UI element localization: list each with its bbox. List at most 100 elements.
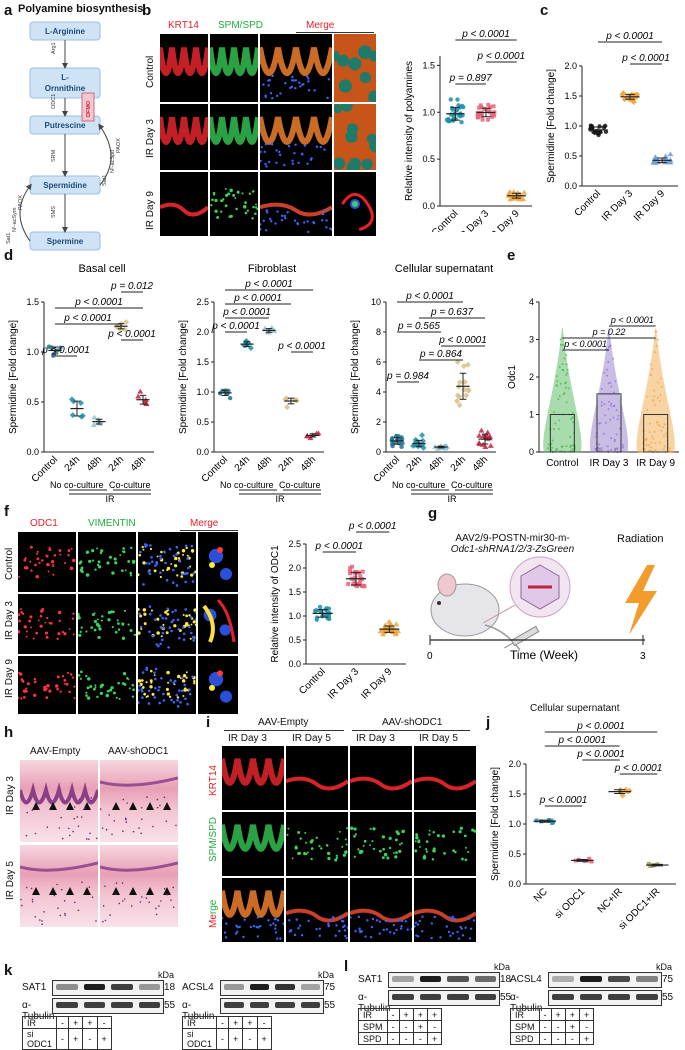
kda-label: kDa: [158, 970, 175, 980]
p-value-label: p < 0.0001: [557, 735, 606, 746]
data-point: [486, 117, 491, 122]
j-title: Cellular supernatant: [530, 703, 620, 714]
panel-label-i: i: [206, 714, 211, 731]
box: [596, 393, 622, 453]
data-point: [663, 434, 666, 437]
data-point: [620, 90, 627, 97]
b-image-r2-c1: [160, 104, 208, 170]
data-point: [603, 403, 606, 406]
blot-target-label: ACSL4: [510, 974, 542, 985]
data-point: [551, 439, 554, 442]
xtick-label: Control: [430, 208, 461, 232]
f-image-r3-c2: [78, 656, 136, 714]
h-row-ir3: IR Day 3: [5, 776, 16, 815]
data-point: [562, 369, 565, 372]
data-point: [660, 429, 663, 432]
data-point: [610, 448, 613, 451]
data-point: [558, 365, 561, 368]
xtick-label: Control: [546, 458, 578, 469]
data-point: [324, 608, 329, 613]
data-point: [665, 432, 668, 435]
p-value-label: p = 0.864: [419, 349, 462, 360]
p-value-label: p = 0.897: [449, 73, 492, 84]
data-point: [432, 443, 439, 449]
data-point: [566, 372, 569, 375]
protein-band: [474, 976, 496, 982]
data-point: [448, 97, 453, 102]
tubulin-kda: 55: [324, 1000, 336, 1011]
data-point: [486, 433, 493, 439]
data-point: [505, 191, 512, 197]
data-point: [607, 408, 610, 411]
data-point: [520, 196, 527, 202]
tubulin-band: [83, 1002, 105, 1008]
tubulin-band: [419, 994, 441, 1000]
d-subplot-title: Fibroblast: [248, 263, 296, 275]
data-point: [358, 574, 363, 579]
d-group-no-coculture: No co-culture: [392, 480, 446, 490]
panel-label-e: e: [507, 247, 516, 264]
xtick-label: IR Day 3: [590, 458, 629, 469]
svg-text:3: 3: [640, 651, 646, 662]
svg-text:N¹-acSpd: N¹-acSpd: [110, 150, 116, 173]
xtick-label: IR Day 3: [456, 208, 492, 232]
data-point: [325, 614, 331, 619]
p-value-label: p < 0.0001: [539, 795, 588, 806]
ytick-label: 0.5: [422, 154, 435, 164]
treatment-table: IR-+++SPM--+-SPD---+: [510, 1008, 595, 1045]
data-point: [458, 114, 463, 119]
data-point: [609, 381, 612, 384]
ytick-label: 1.0: [422, 107, 435, 117]
ytick-label: 0.5: [508, 849, 521, 859]
protein-band: [56, 984, 78, 990]
xtick-label: 24h: [233, 454, 253, 474]
ytick-label: 0.0: [26, 447, 39, 457]
data-point: [571, 448, 574, 451]
y-axis-label: Spermidine [Fold change]: [350, 320, 361, 434]
i-image-r3-c3: [350, 878, 412, 942]
data-point: [68, 396, 75, 403]
data-point: [243, 337, 250, 344]
i-image-r2-c4: [414, 812, 476, 876]
tubulin-band: [552, 994, 574, 1000]
protein-band: [608, 976, 630, 982]
b-image-r3-c3: [260, 172, 332, 236]
data-point: [655, 344, 658, 347]
tubulin-band: [474, 994, 496, 1000]
p-value-label: p = 0.22: [592, 327, 626, 337]
d-group-no-coculture: No co-culture: [50, 480, 104, 490]
xtick-label: IR Day 9: [486, 208, 522, 232]
data-point: [610, 402, 613, 405]
data-point: [609, 344, 612, 347]
data-point: [645, 438, 648, 441]
kda-label: kDa: [318, 970, 335, 980]
data-point: [456, 393, 463, 400]
data-point: [594, 435, 597, 438]
f-image-r2-c3: [138, 594, 196, 654]
tubulin-kda: 55: [500, 992, 512, 1003]
tubulin-band: [392, 994, 414, 1000]
ytick-label: 8: [376, 327, 381, 337]
data-point: [603, 123, 608, 129]
f-channel-vim: VIMENTIN: [88, 518, 136, 529]
data-point: [560, 445, 563, 448]
svg-text:0: 0: [427, 651, 433, 662]
data-point: [547, 443, 550, 446]
data-point: [659, 377, 662, 380]
data-point: [646, 408, 649, 411]
p-value-label: p < 0.0001: [461, 29, 510, 40]
b-image-r2-c2: [210, 104, 258, 170]
ytick-label: 1: [529, 410, 534, 420]
b-image-r2-c3: [260, 104, 332, 170]
data-point: [589, 859, 594, 864]
violin: [636, 328, 675, 453]
b-image-r1-c1: [160, 34, 208, 102]
data-point: [594, 450, 597, 453]
data-point: [91, 414, 98, 420]
p-value-label: p < 0.0001: [610, 315, 654, 325]
data-point: [553, 411, 556, 414]
svg-text:N¹-acSym: N¹-acSym: [12, 207, 18, 232]
i-col-4: IR Day 5: [419, 733, 458, 744]
data-point: [484, 429, 491, 435]
